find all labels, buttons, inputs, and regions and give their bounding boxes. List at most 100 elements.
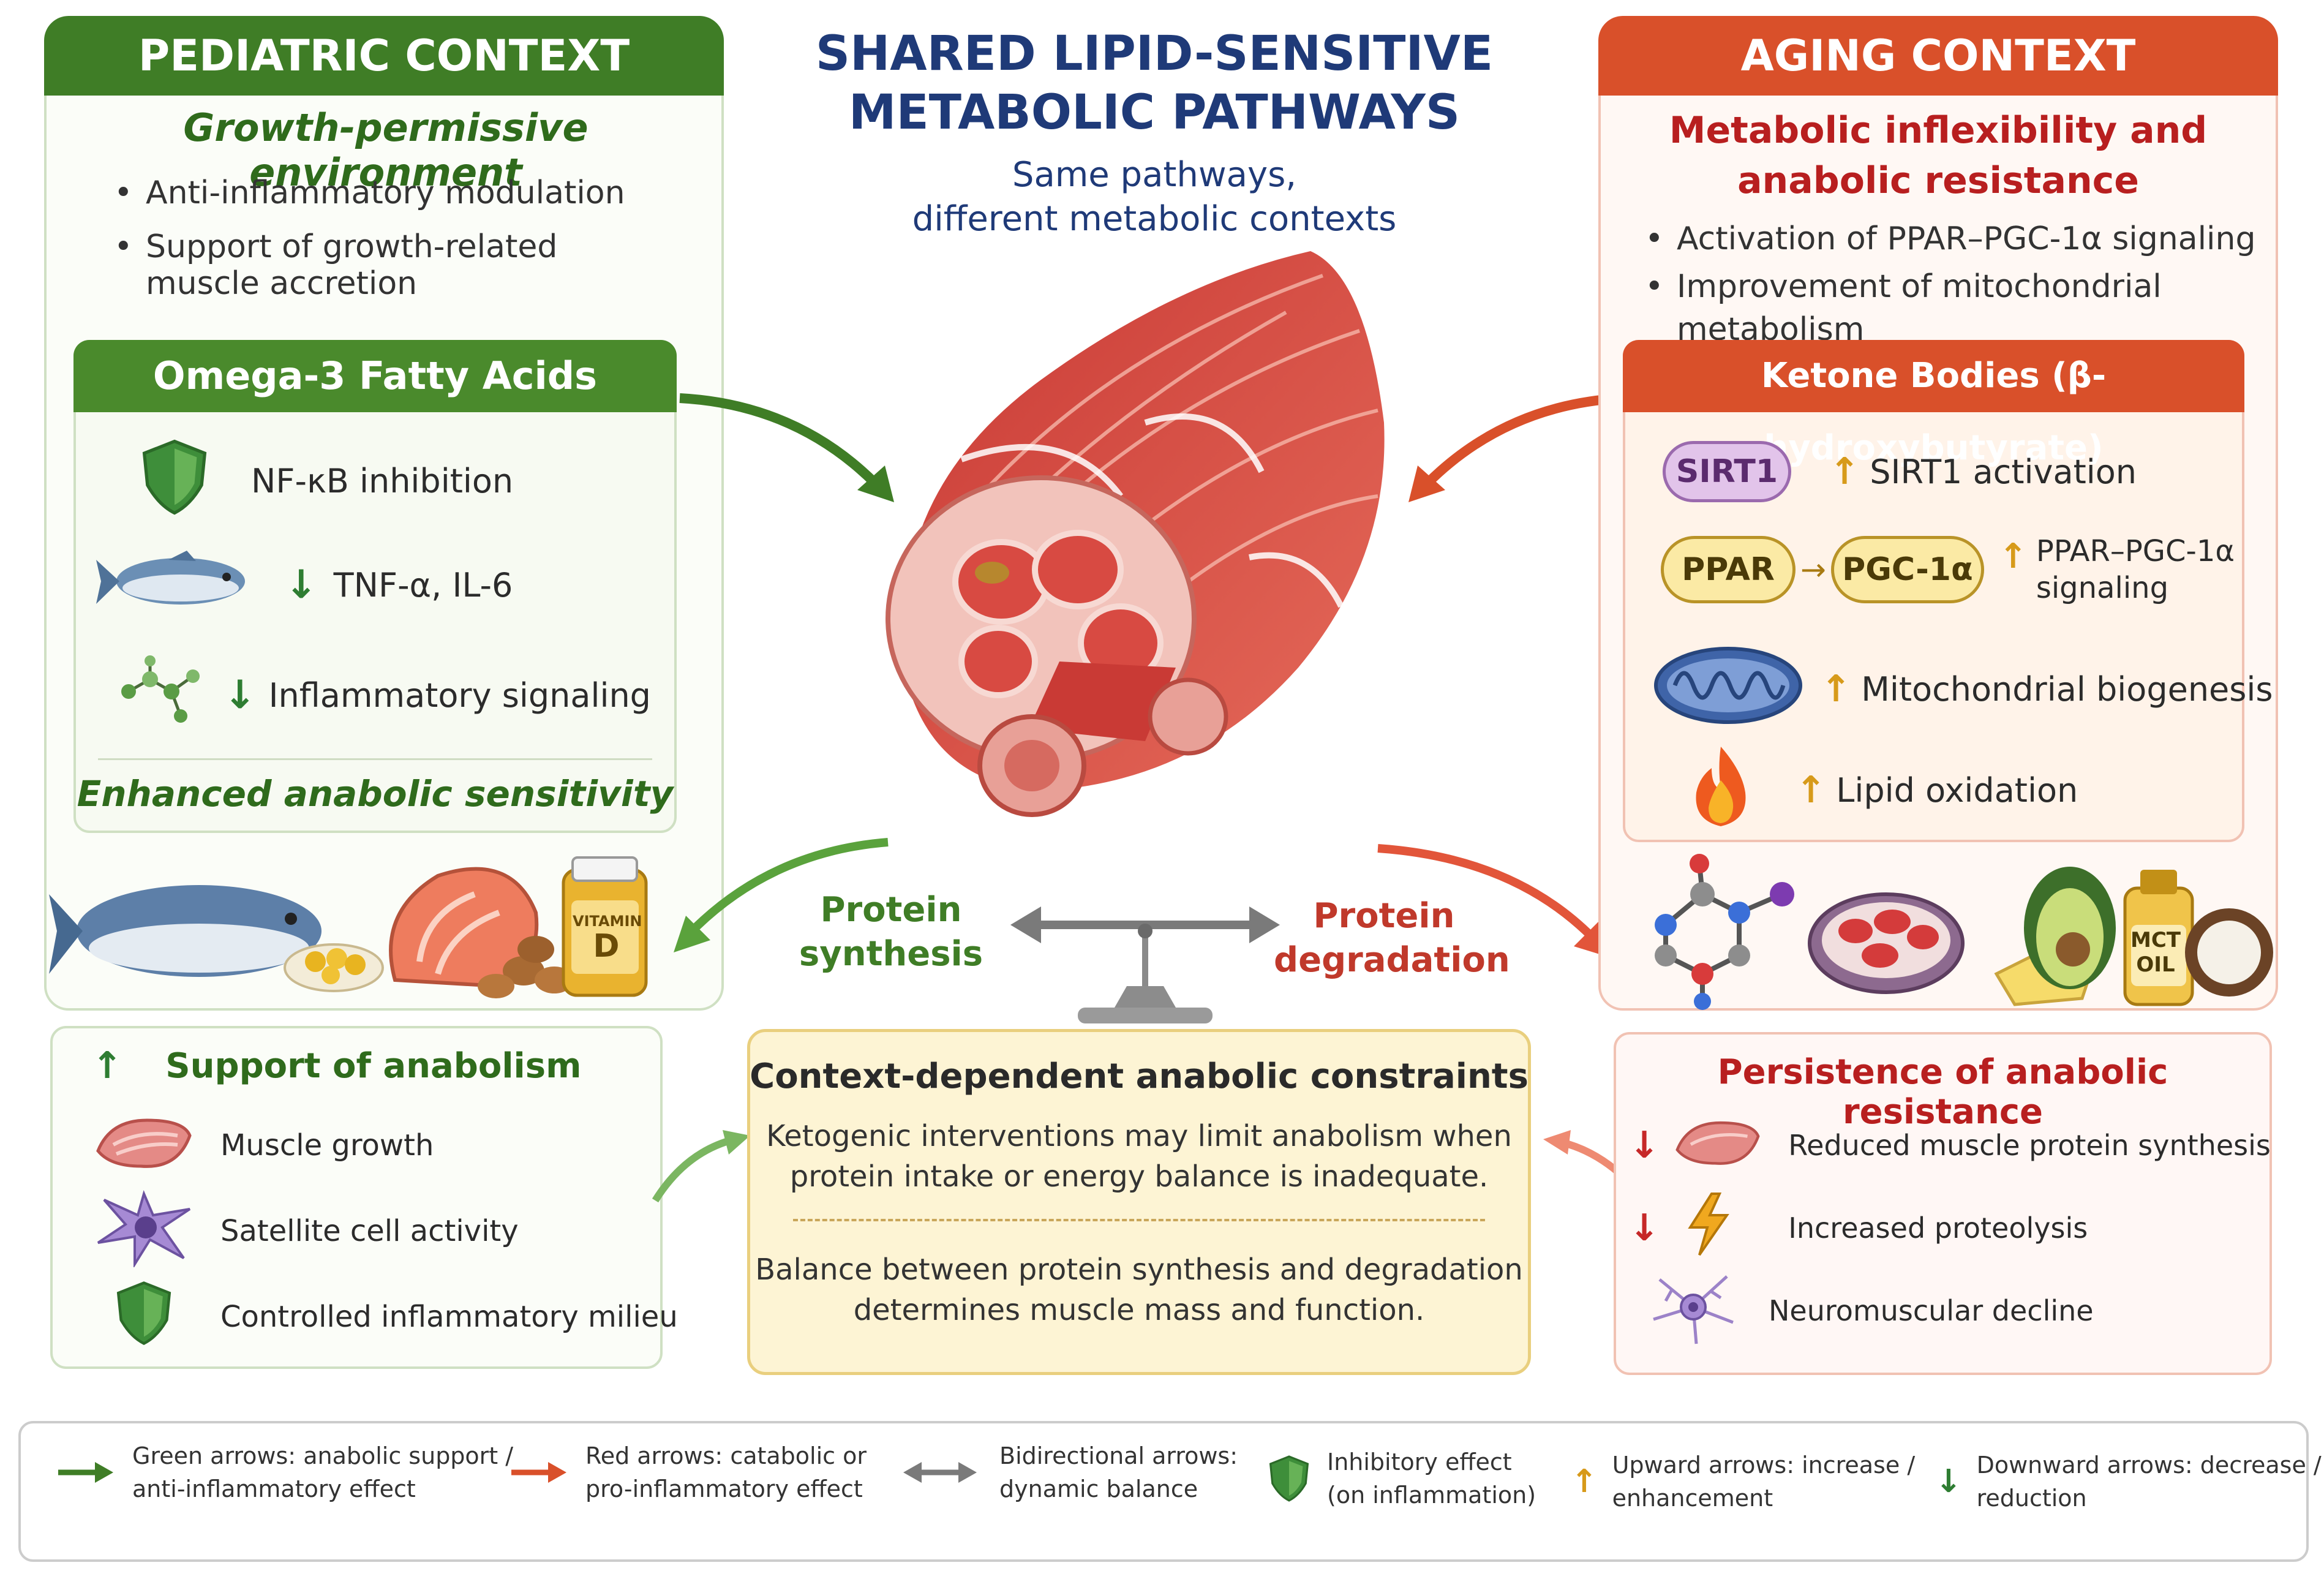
vitamin-letter: D [593, 928, 620, 965]
resistance-item-label: Reduced muscle protein synthesis [1788, 1129, 2271, 1162]
balance-scale-icon [1010, 906, 1280, 1023]
arrow-up-icon: ↑ [1829, 450, 1860, 493]
anabolism-title: Support of anabolism [165, 1046, 582, 1086]
shield-icon [110, 1276, 178, 1358]
omega-header: Omega-3 Fatty Acids [73, 340, 677, 412]
food-illustration-aging [1641, 851, 2278, 1011]
legend-text-line: enhancement [1612, 1485, 1773, 1512]
mct-label-line2: OIL [2136, 952, 2175, 977]
page-title-line1: SHARED LIPID-SENSITIVE [815, 26, 1494, 81]
constraints-p1-line1: Ketogenic interventions may limit anabol… [766, 1119, 1512, 1153]
arrow-up-icon: ↑ [1821, 668, 1852, 710]
arrow-down-icon: ↓ [285, 562, 318, 608]
omega-item-label: NF-κB inhibition [251, 461, 514, 500]
omega-divider [98, 758, 652, 760]
legend-item-downward: ↓ Downward arrows: decrease / reduction [1935, 1449, 2322, 1515]
mct-oil-label: MCT OIL [2125, 928, 2186, 977]
green-arrow-icon [58, 1462, 113, 1483]
resistance-item-label: Neuromuscular decline [1769, 1294, 2094, 1327]
arrow-down-icon: ↓ [1935, 1463, 1962, 1500]
omega-item-label: TNF-α, IL-6 [333, 565, 513, 605]
omega-item-label: Inflammatory signaling [268, 676, 651, 715]
aging-header-text: AGING CONTEXT [1740, 31, 2136, 81]
arrow-up-icon: ↑ [1571, 1463, 1598, 1500]
aging-bullet: Improvement of mitochondrial metabolism [1641, 265, 2266, 351]
arrow-muscle-to-pediatric-foods [674, 838, 889, 952]
resistance-item-label: Increased proteolysis [1788, 1212, 2088, 1245]
arrow-anabolism-to-constraints [652, 1130, 750, 1203]
muscle-icon [92, 1108, 196, 1183]
legend-text-line: Red arrows: catabolic or [585, 1442, 867, 1469]
ppar-pill: PPAR [1661, 536, 1796, 603]
balance-right-label: Protein degradation [1274, 894, 1510, 982]
constraints-p2-line1: Balance between protein synthesis and de… [755, 1253, 1523, 1287]
resistance-item: Neuromuscular decline [1647, 1271, 2094, 1351]
anabolism-item: Satellite cell activity [92, 1189, 519, 1271]
anabolism-item-label: Controlled inflammatory milieu [220, 1300, 678, 1334]
anabolism-item: Controlled inflammatory milieu [110, 1277, 678, 1357]
mitochondria-icon [1653, 646, 1803, 733]
legend-text-line: pro-inflammatory effect [585, 1475, 863, 1502]
legend-text-line: Bidirectional arrows: [999, 1442, 1238, 1469]
sirt1-pill: SIRT1 [1663, 441, 1791, 502]
balance-left-label: Protein synthesis [790, 888, 992, 976]
legend-item-green: Green arrows: anabolic support / anti-in… [55, 1439, 513, 1506]
balance-right-line1: Protein [1313, 896, 1455, 936]
ppar-signaling-line2: signaling [2036, 571, 2169, 605]
constraints-divider [793, 1219, 1485, 1221]
aging-bullet: Activation of PPAR–PGC-1α signaling [1641, 217, 2266, 260]
constraints-paragraph-1: Ketogenic interventions may limit anabol… [747, 1116, 1531, 1197]
arrow-up-icon: ↑ [1796, 769, 1827, 812]
shield-icon [135, 437, 214, 525]
arrow-omega-to-muscle [679, 393, 894, 502]
page-subtitle-line1: Same pathways, [1012, 155, 1297, 195]
page-subtitle-line2: different metabolic contexts [912, 199, 1397, 239]
legend-text-line: dynamic balance [999, 1475, 1198, 1502]
pediatric-header-text: PEDIATRIC CONTEXT [138, 31, 630, 81]
ketone-item-label: SIRT1 activation [1870, 452, 2137, 491]
aging-subtitle-line1: Metabolic inflexibility and [1669, 109, 2208, 152]
legend [18, 1421, 2309, 1562]
legend-text-line: Downward arrows: decrease / [1976, 1452, 2322, 1479]
aging-header: AGING CONTEXT [1598, 16, 2278, 96]
neuron-icon [1647, 1267, 1739, 1355]
balance-right-line2: degradation [1274, 940, 1510, 980]
page-subtitle: Same pathways, different metabolic conte… [735, 153, 1574, 241]
pediatric-bullet-continuation: muscle accretion [146, 265, 418, 302]
constraints-box [747, 1029, 1531, 1375]
bidirectional-arrow-icon [903, 1462, 977, 1483]
constraints-paragraph-2: Balance between protein synthesis and de… [747, 1249, 1531, 1330]
ketone-item-label: Lipid oxidation [1836, 771, 2078, 810]
molecule-icon [113, 655, 211, 736]
ketone-item-mito: ↑ Mitochondrial biogenesis [1653, 646, 2273, 732]
arrow-down-red-icon: ↓ [1629, 1124, 1660, 1167]
omega-footer: Enhanced anabolic sensitivity [77, 773, 674, 815]
legend-text-line: Green arrows: anabolic support / [132, 1442, 514, 1469]
pediatric-bullet: Support of growth-related [110, 225, 698, 268]
ketone-header: Ketone Bodies (β-hydroxybutyrate) [1623, 340, 2244, 468]
satellite-cell-icon [92, 1188, 196, 1275]
ppar-signaling-line1: PPAR–PGC-1α [2036, 534, 2235, 568]
pediatric-bullets: Anti-inflammatory modulation Support of … [110, 171, 698, 268]
omega-item-inflammation: ↓ Inflammatory signaling [113, 655, 651, 735]
constraints-p1-line2: protein intake or energy balance is inad… [789, 1159, 1489, 1194]
pediatric-header: PEDIATRIC CONTEXT [44, 16, 724, 96]
arrow-down-red-icon: ↓ [1629, 1207, 1660, 1249]
vitamin-label-text: VITAMIN [573, 913, 642, 930]
legend-text-line: Inhibitory effect [1327, 1449, 1512, 1475]
resistance-title: Persistence of anabolic resistance [1717, 1052, 2168, 1132]
ketone-header-text: Ketone Bodies (β-hydroxybutyrate) [1761, 356, 2107, 468]
legend-text-line: (on inflammation) [1327, 1482, 1536, 1509]
pgc1a-pill: PGC-1α [1830, 536, 1984, 603]
constraints-title: Context-dependent anabolic constraints [750, 1057, 1529, 1096]
ketone-item-label: Mitochondrial biogenesis [1861, 669, 2273, 709]
red-arrow-icon [511, 1462, 566, 1483]
aging-subtitle: Metabolic inflexibility and anabolic res… [1611, 105, 2266, 206]
fish-icon [95, 548, 266, 623]
legend-text-line: reduction [1976, 1485, 2087, 1512]
mct-label-line1: MCT [2130, 928, 2181, 952]
page-title: SHARED LIPID-SENSITIVE METABOLIC PATHWAY… [735, 24, 1574, 142]
legend-item-upward: ↑ Upward arrows: increase / enhancement [1571, 1449, 1915, 1515]
arrow-ketone-to-muscle [1408, 393, 1623, 502]
omega-item-cytokines: ↓ TNF-α, IL-6 [95, 545, 513, 625]
